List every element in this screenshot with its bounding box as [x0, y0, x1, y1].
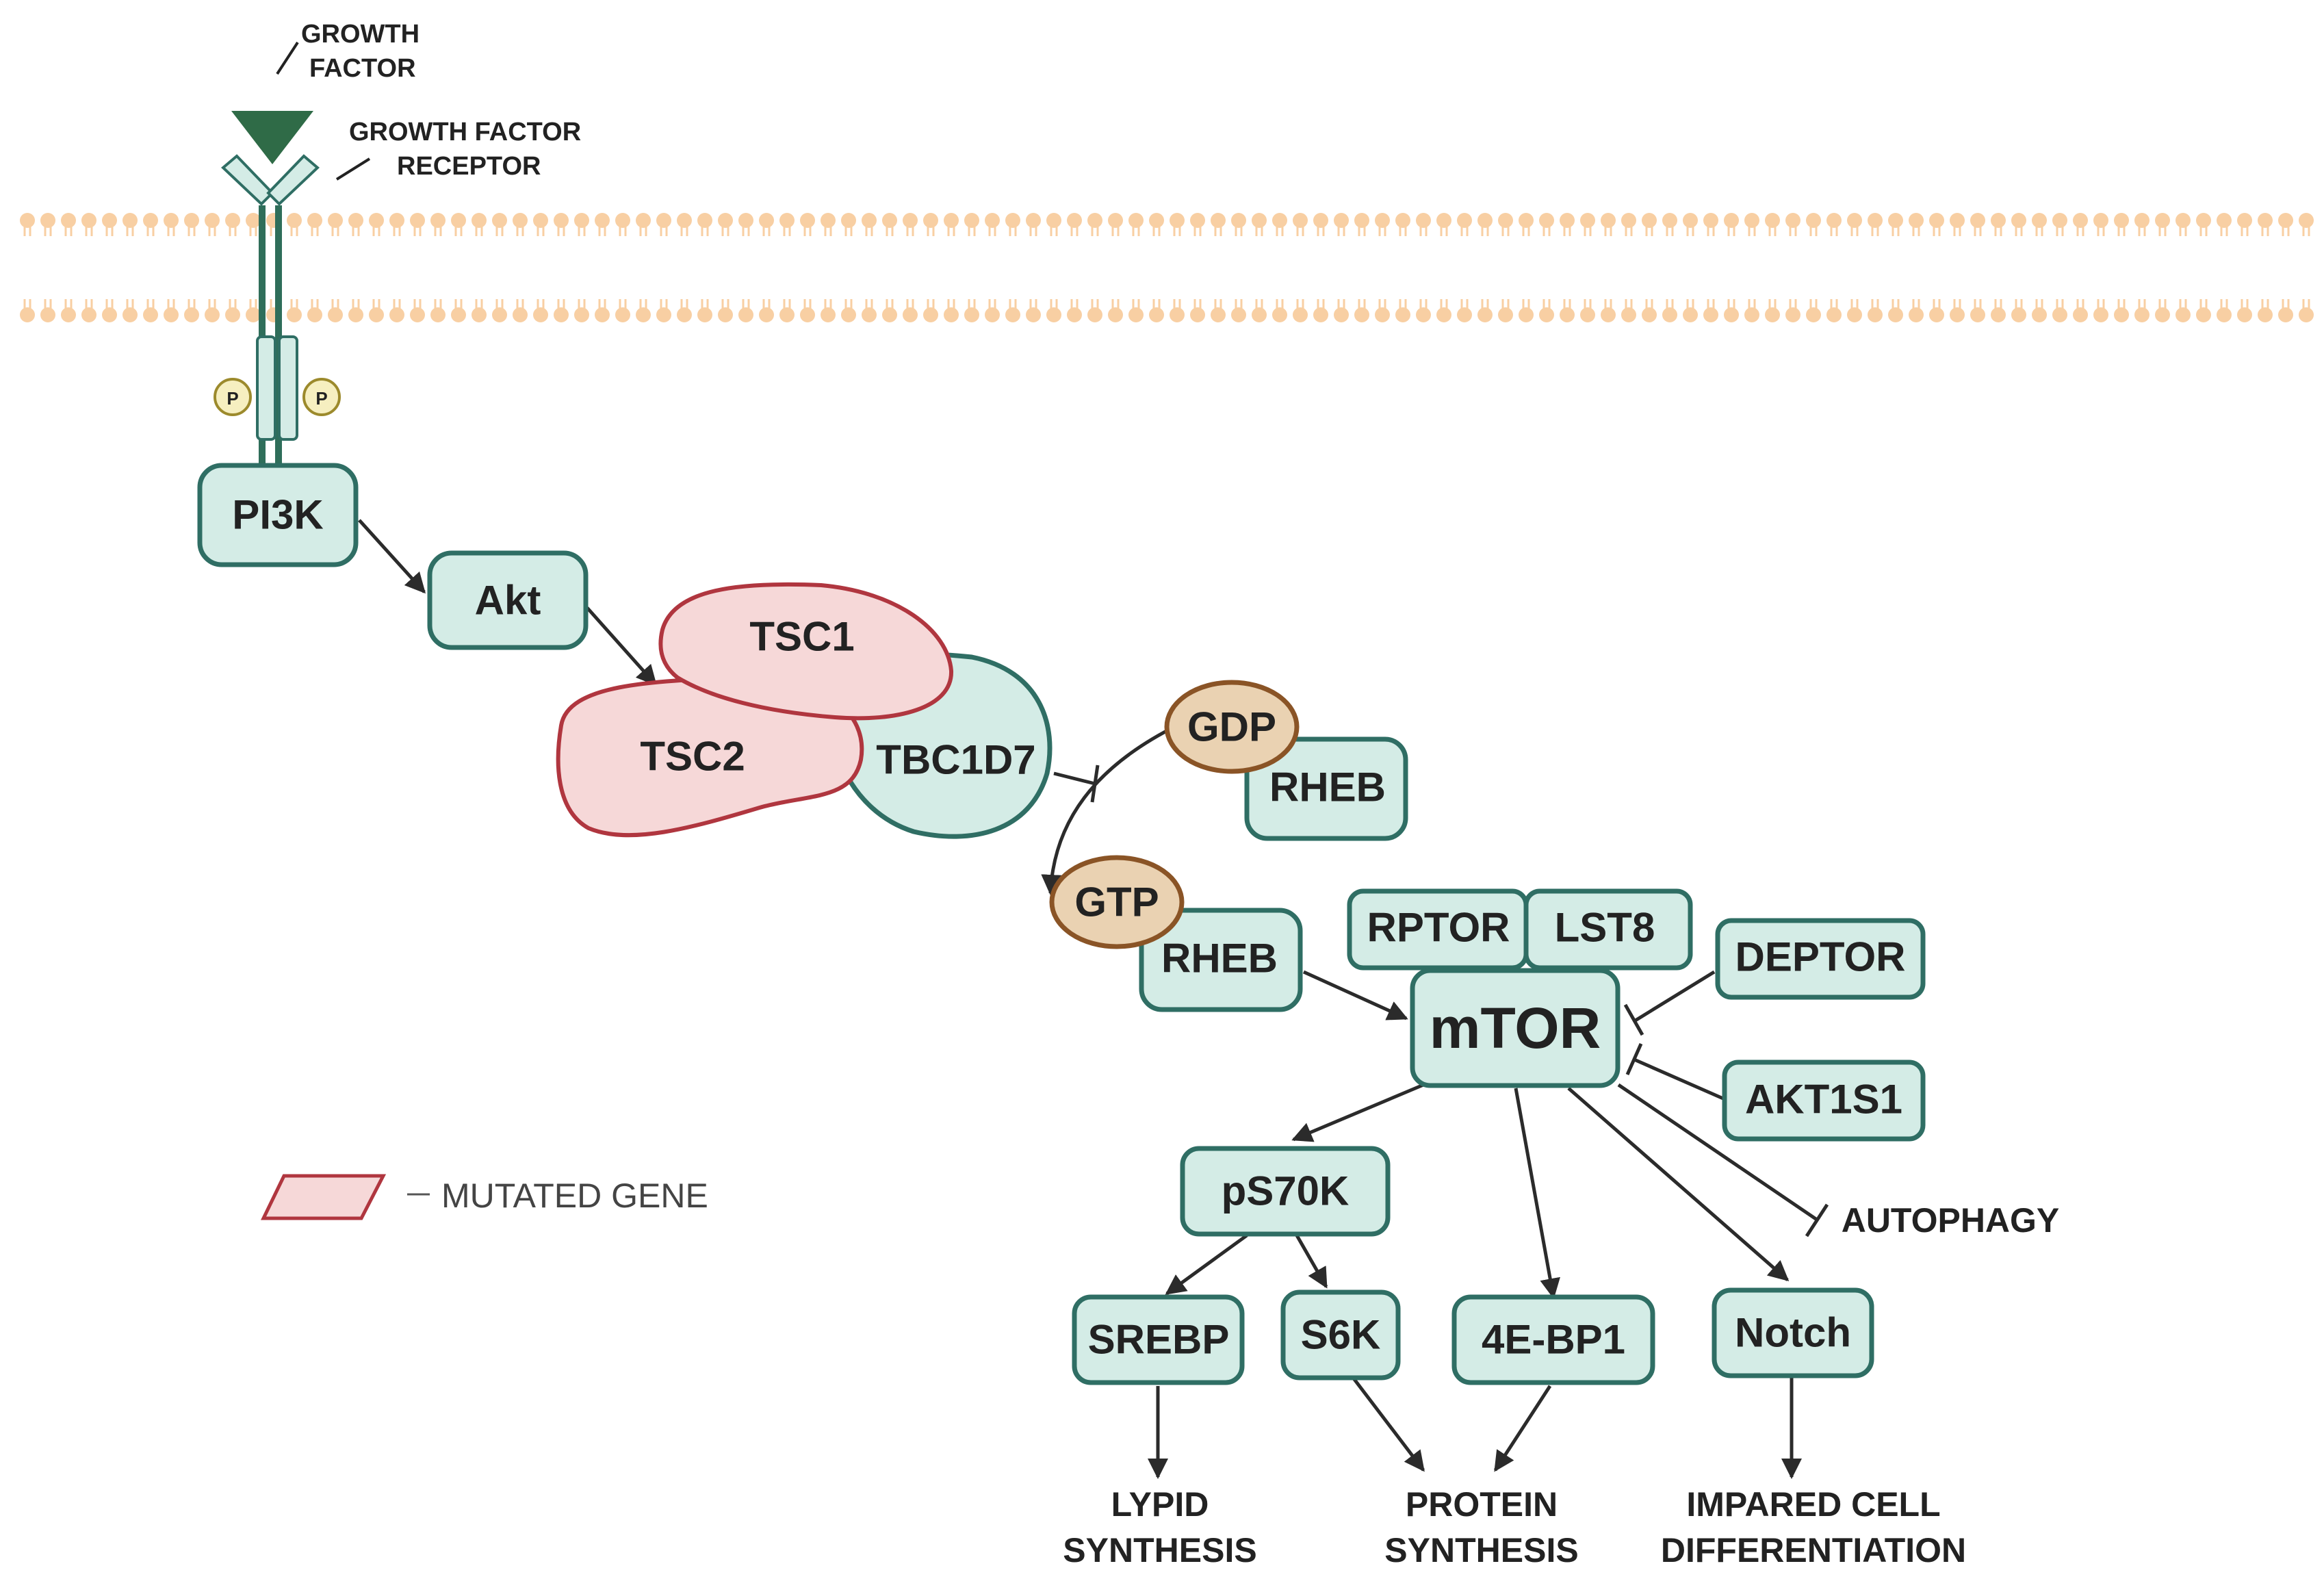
edge-ps70k-s6k: [1295, 1234, 1328, 1289]
node-tsc1: TSC1: [658, 582, 954, 721]
tsc2-label: TSC2: [640, 734, 745, 780]
node-tsc2: TSC2: [556, 675, 864, 838]
node-gdp: GDP: [1164, 680, 1300, 774]
edge-s6k-protein: [1350, 1374, 1425, 1472]
4ebp1-label: 4E-BP1: [1482, 1317, 1625, 1363]
notch-label: Notch: [1735, 1310, 1851, 1356]
node-pi3k: PI3K: [197, 463, 359, 567]
tsc1-label: TSC1: [749, 614, 854, 660]
node-akt: Akt: [427, 550, 589, 650]
growth-factor-label-line1: GROWTH: [301, 20, 419, 49]
phospho-left-label: P: [227, 388, 238, 409]
growth-factor-label-line2: FACTOR: [309, 54, 416, 83]
autophagy-label: AUTOPHAGY: [1842, 1201, 2060, 1240]
protein-synthesis-label-line2: SYNTHESIS: [1384, 1531, 1578, 1569]
node-gtp: GTP: [1049, 855, 1185, 949]
edge-akt-tsc: [586, 606, 657, 686]
growth-factor-ligand: [231, 111, 313, 164]
edge-tsc-inhibits-rheb: [1053, 765, 1100, 803]
s6k-label: S6K: [1301, 1312, 1381, 1358]
node-akt1s1: AKT1S1: [1722, 1060, 1926, 1142]
gdp-label: GDP: [1187, 704, 1276, 750]
node-s6k: S6K: [1280, 1289, 1401, 1381]
legend-mutated-swatch: [261, 1174, 387, 1220]
node-notch: Notch: [1712, 1287, 1874, 1378]
rheb-gtp-label: RHEB: [1161, 936, 1278, 981]
rheb-gdp-label: RHEB: [1269, 765, 1386, 810]
node-mtor: mTOR: [1410, 968, 1621, 1088]
node-rheb-gtp: RHEB: [1139, 908, 1303, 1012]
cell-membrane: [20, 213, 2314, 322]
srebp-label: SREBP: [1088, 1317, 1230, 1363]
edge-mtor-ps70k: [1291, 1083, 1424, 1142]
edge-deptor-inhibits-mtor: [1623, 970, 1716, 1036]
receptor-label-line2: RECEPTOR: [397, 152, 541, 181]
akt-label: Akt: [475, 578, 541, 624]
node-srebp: SREBP: [1072, 1294, 1245, 1385]
phospho-right-label: P: [315, 388, 327, 409]
edge-4ebp1-protein: [1493, 1385, 1552, 1472]
receptor-label-line1: GROWTH FACTOR: [349, 118, 581, 146]
tbc1d7-label: TBC1D7: [876, 737, 1035, 783]
pi3k-label: PI3K: [232, 492, 323, 538]
node-4ebp1: 4E-BP1: [1451, 1294, 1655, 1385]
phospho-group-left: P: [214, 378, 252, 416]
edge-rheb-mtor: [1302, 970, 1408, 1020]
protein-synthesis-label-line1: PROTEIN: [1406, 1485, 1558, 1524]
differentiation-label-line1: IMPARED CELL: [1686, 1485, 1940, 1524]
edge-akt1s1-inhibits-mtor: [1625, 1042, 1725, 1101]
node-ps70k: pS70K: [1180, 1146, 1391, 1237]
node-lst8: LST8: [1523, 888, 1693, 971]
akt1s1-label: AKT1S1: [1745, 1077, 1902, 1122]
legend-mutated-gene-label: MUTATED GENE: [441, 1177, 708, 1215]
legend: MUTATED GENE: [261, 1174, 708, 1220]
receptor-leader-line: [335, 157, 371, 181]
lipid-synthesis-label-line2: SYNTHESIS: [1063, 1531, 1256, 1569]
lipid-synthesis-label-line1: LYPID: [1111, 1485, 1209, 1524]
node-deptor: DEPTOR: [1715, 918, 1926, 1000]
node-rheb-gdp: RHEB: [1244, 736, 1408, 841]
phospho-group-right: P: [302, 378, 341, 416]
rptor-label: RPTOR: [1367, 905, 1510, 951]
edge-mtor-notch: [1567, 1087, 1790, 1281]
edge-mtor-inhibits-autophagy: [1617, 1083, 1829, 1237]
differentiation-label-line2: DIFFERENTIATION: [1661, 1531, 1966, 1569]
gtp-label: GTP: [1074, 880, 1159, 925]
ps70k-label: pS70K: [1222, 1168, 1350, 1214]
lst8-label: LST8: [1555, 905, 1655, 951]
edge-gdp-to-gtp: [1041, 723, 1178, 895]
growth-factor-leader-line: [276, 41, 299, 75]
edge-ps70k-srebp: [1165, 1233, 1248, 1296]
edge-pi3k-akt: [358, 519, 426, 594]
growth-factor-receptor: [221, 154, 320, 472]
node-rptor: RPTOR: [1347, 888, 1529, 971]
mtor-label: mTOR: [1430, 996, 1601, 1060]
deptor-label: DEPTOR: [1735, 934, 1906, 980]
edge-mtor-4ebp1: [1514, 1088, 1560, 1299]
